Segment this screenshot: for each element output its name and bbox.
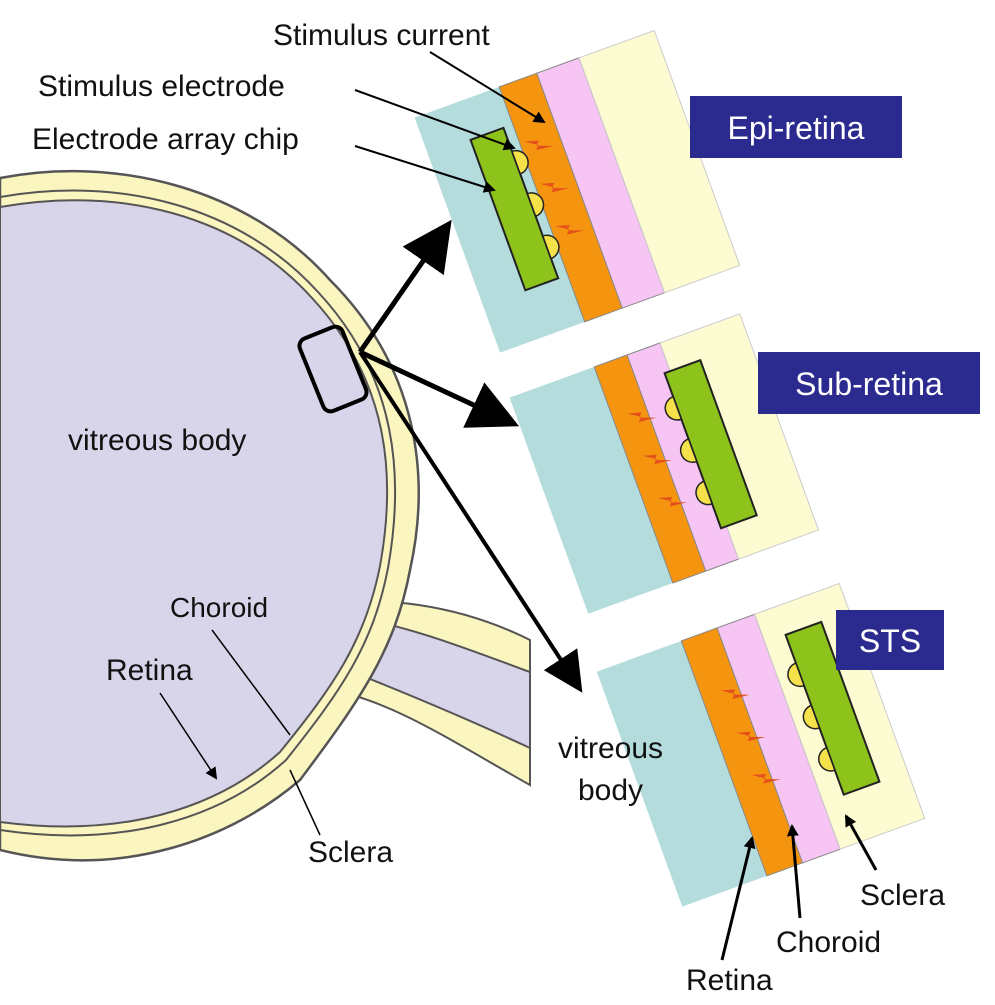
sts-sclera-label: Sclera (860, 879, 945, 912)
stimulus-current-pointer (429, 51, 546, 124)
optic-nerve (359, 616, 531, 750)
sts-retina-pointer (720, 836, 756, 961)
epi-callouts: Stimulus current Stimulus electrode Elec… (32, 19, 546, 193)
arrow-to-sts (358, 350, 583, 693)
stimulus-electrode-pointer (354, 89, 516, 151)
sts-panel (596, 582, 926, 907)
electrode-array-chip-label: Electrode array chip (32, 123, 299, 156)
sts-choroid-pointer (786, 824, 802, 919)
sts-retina-label: Retina (686, 964, 773, 997)
sub-vitreous-layer (509, 366, 673, 614)
epi-retina-badge (690, 96, 902, 158)
eye-cross-section: vitreous body Choroid Retina Sclera (0, 169, 531, 869)
electrode-array-chip-pointer (354, 145, 496, 193)
stimulus-current-label: Stimulus current (273, 19, 490, 52)
sts-badge (836, 610, 944, 670)
vitreous-body-label: vitreous body (68, 424, 246, 457)
stimulus-electrode-label: Stimulus electrode (38, 70, 285, 103)
epi-retina-badge-text: Epi-retina (728, 110, 865, 146)
epi-retina-panel (414, 29, 741, 353)
sts-sclera-pointer (844, 814, 878, 871)
sub-retina-badge (758, 352, 980, 414)
sts-electrode-1 (787, 662, 806, 688)
epi-electrode-1 (511, 149, 529, 175)
sclera-label: Sclera (308, 836, 393, 869)
epi-electrode-2 (526, 192, 545, 218)
arrow-to-sub (358, 349, 520, 428)
sub-electrode-1 (664, 395, 683, 421)
sts-electrode-2 (802, 704, 821, 730)
arrow-to-epi (357, 219, 452, 354)
sub-retina-panel (509, 313, 820, 614)
sts-choroid-label: Choroid (776, 926, 881, 959)
sts-badge-text: STS (859, 623, 921, 659)
sts-vitreous-label-line1: vitreous (558, 732, 663, 765)
sts-vitreous-label-line2: body (578, 774, 643, 807)
sub-electrode-3 (695, 480, 714, 506)
choroid-pointer (211, 629, 291, 736)
choroid-shell (0, 189, 397, 837)
retina-pointer (159, 692, 218, 780)
retina-label: Retina (106, 654, 193, 687)
sub-retina-badge-text: Sub-retina (795, 366, 943, 402)
choroid-label: Choroid (170, 592, 268, 623)
region-selection-box (297, 324, 369, 414)
sts-vitreous-layer (596, 640, 767, 907)
sub-electrode-2 (679, 438, 698, 463)
epi-electrode-3 (541, 234, 560, 260)
vitreous-body (0, 199, 389, 828)
sclera-pointer (289, 769, 321, 836)
sts-electrode-3 (818, 746, 836, 772)
magnification-arrows (357, 219, 583, 693)
